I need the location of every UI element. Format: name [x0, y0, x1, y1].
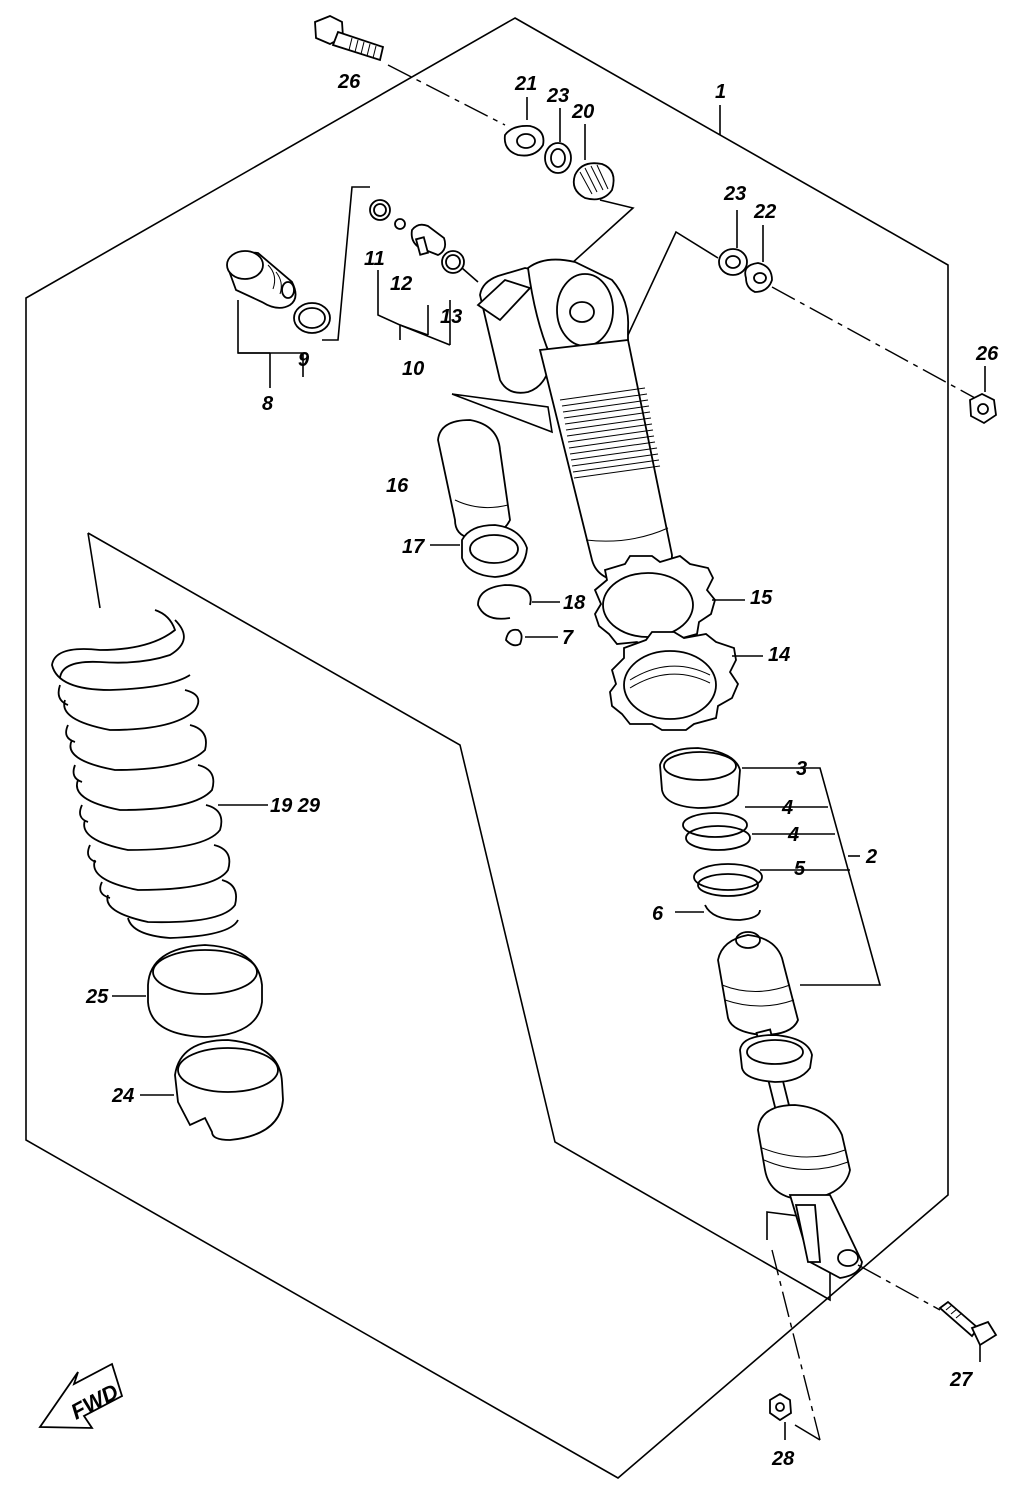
ring-5: [693, 863, 763, 897]
snap-ring-18: [477, 584, 532, 620]
ring-24: [174, 1039, 284, 1141]
collar-21: [503, 125, 545, 157]
label-26-right: 26: [975, 343, 999, 365]
reservoir-cap-8: [226, 250, 297, 309]
seal-23-top: [544, 142, 572, 174]
label-4-b: 4: [787, 824, 799, 846]
cap-7: [505, 628, 523, 647]
lock-ring-15: [593, 555, 716, 649]
bolt-27: [938, 1300, 998, 1347]
label-26-top: 26: [337, 71, 361, 93]
nut-28-top: [969, 392, 997, 425]
label-21: 21: [514, 73, 537, 95]
label-1: 1: [715, 81, 726, 103]
bump-stop-3: [659, 747, 741, 809]
ring-25: [147, 944, 263, 1038]
label-17: 17: [402, 536, 425, 558]
label-13: 13: [440, 306, 462, 328]
assembly-boundary: [25, 17, 949, 1479]
o-ring-9: [293, 302, 331, 334]
ring-17: [461, 524, 528, 578]
label-6: 6: [652, 903, 664, 925]
label-12: 12: [390, 273, 412, 295]
label-23-top: 23: [546, 85, 569, 107]
label-7: 7: [562, 627, 574, 649]
label-11: 11: [364, 248, 385, 270]
lower-eye-body: [757, 1104, 863, 1279]
reservoir-16: [437, 419, 511, 540]
nut-28-bottom: [769, 1392, 792, 1422]
label-27: 27: [949, 1369, 973, 1391]
seal-23-right: [718, 248, 748, 276]
ring-4-a: [682, 812, 748, 838]
label-28: 28: [771, 1448, 795, 1470]
label-24: 24: [111, 1085, 134, 1107]
o-ring-13: [441, 250, 465, 274]
label-2: 2: [865, 846, 877, 868]
fwd-arrow-icon: FWD: [38, 1362, 124, 1429]
label-18: 18: [563, 592, 586, 614]
label-15: 15: [750, 587, 773, 609]
label-23-right: 23: [723, 183, 746, 205]
o-ring-11: [369, 199, 391, 221]
ring-4-b: [685, 825, 751, 851]
damper-rod-assembly: [717, 931, 799, 1112]
lock-ring-14: [609, 631, 740, 731]
collar-22: [744, 262, 773, 293]
label-5: 5: [794, 858, 806, 880]
ring-6: [704, 904, 761, 921]
label-19-29: 19 29: [270, 795, 321, 817]
label-16: 16: [386, 475, 409, 497]
label-20: 20: [571, 101, 594, 123]
label-25: 25: [85, 986, 109, 1008]
label-10: 10: [402, 358, 424, 380]
label-14: 14: [768, 644, 790, 666]
o-ring-12: [394, 218, 406, 230]
spring-19-29: [51, 609, 239, 939]
spring-group-boundary: [87, 532, 101, 609]
spring-seat: [739, 1034, 813, 1083]
bolt-26-top: [314, 15, 385, 62]
label-8: 8: [262, 393, 274, 415]
label-3: 3: [796, 758, 807, 780]
needle-bearing-20: [572, 162, 615, 201]
label-4-a: 4: [781, 797, 793, 819]
label-22: 22: [753, 201, 776, 223]
valve-10: [410, 223, 447, 256]
label-9: 9: [298, 349, 310, 371]
